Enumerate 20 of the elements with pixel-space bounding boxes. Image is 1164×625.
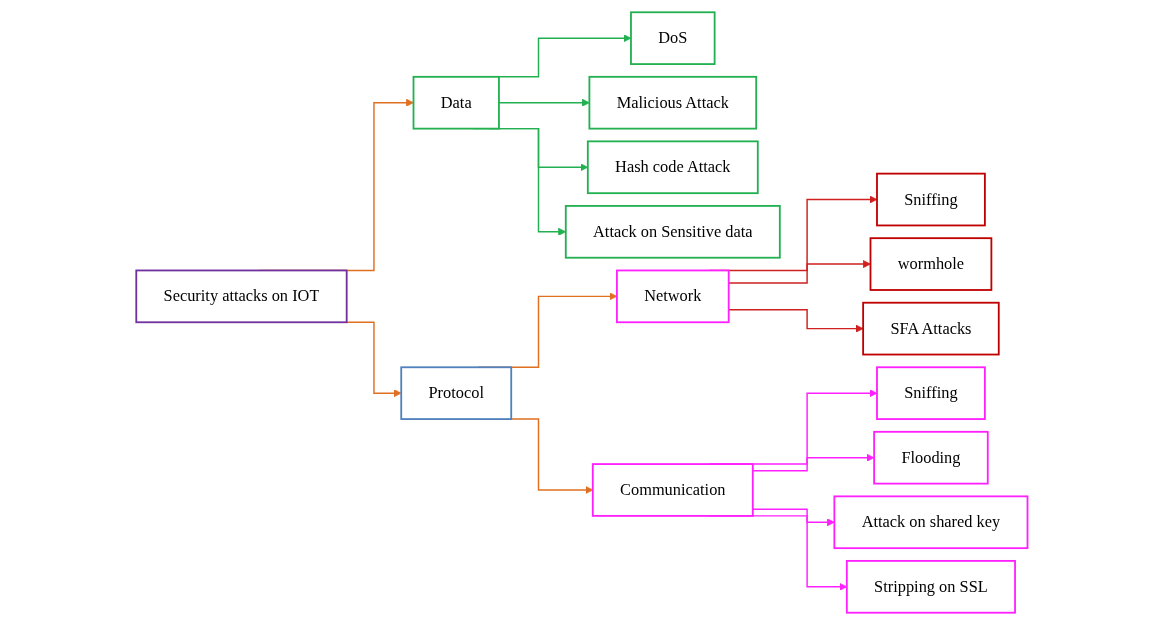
node-box: Attack on Sensitive data (564, 205, 781, 259)
arrow (752, 453, 875, 472)
node-box: Hash code Attack (587, 140, 759, 195)
node-box: Communication (592, 463, 754, 517)
arrow (752, 508, 835, 527)
node-box: Data (412, 75, 500, 130)
arrow (728, 309, 864, 333)
node-box: Flooding (873, 430, 989, 485)
node-box: Protocol (400, 366, 513, 420)
node-box: Security attacks on IOT (135, 269, 348, 324)
arrow (728, 260, 871, 284)
node-box: Network (616, 269, 730, 324)
node-box: SFA Attacks (862, 301, 1000, 356)
node-box: Sniffing (876, 366, 986, 420)
node-box: DoS (630, 11, 716, 65)
node-box: wormhole (869, 237, 993, 291)
node-box: Malicious Attack (588, 75, 758, 130)
node-box: Attack on shared key (833, 495, 1029, 550)
node-box: Sniffing (876, 172, 986, 227)
node-box: Stripping on SSL (846, 560, 1017, 614)
